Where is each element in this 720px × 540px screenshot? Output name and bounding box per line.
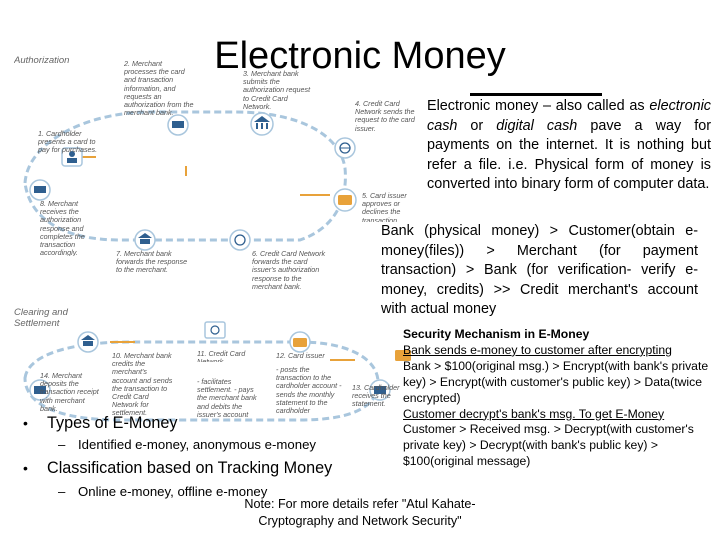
- bullet-classification: • Classification based on Tracking Money: [23, 458, 333, 478]
- money-flow-paragraph: Bank (physical money) > Customer(obtain …: [381, 223, 698, 317]
- dash-icon: –: [58, 437, 66, 452]
- merchant-icon-2: [29, 179, 51, 201]
- authorization-flow-path: [23, 110, 347, 242]
- intro-term-digital-cash: digital cash: [496, 117, 578, 134]
- card-icon-3: [395, 350, 411, 361]
- step-14-label: 14. Merchant deposits the transaction re…: [40, 372, 99, 413]
- step-12-label: 12. Card issuer: [276, 352, 325, 360]
- step-2-label: 2. Merchant processes the card and trans…: [124, 60, 194, 118]
- merchant-bank-icon-3: [77, 331, 99, 353]
- merchant-icon: [167, 114, 189, 136]
- cardholder-icon-2: [369, 379, 391, 401]
- network-globe-icon: [334, 137, 356, 159]
- sub-bullet-classification: – Online e-money, offline e-money: [58, 483, 268, 500]
- network-globe-icon-2: [229, 229, 251, 251]
- step-5-label: 5. Card issuer approves or declines the …: [362, 192, 407, 222]
- card-issuer-icon: [333, 188, 357, 212]
- bullet-types-of-e-money: • Types of E-Money: [23, 413, 178, 433]
- intro-text: Electronic money – also called as: [427, 98, 650, 114]
- step-7-label: 7. Merchant bank forwards the response t…: [116, 250, 188, 275]
- intro-term-electronic-cash: electronic cash: [427, 98, 711, 134]
- security-step-customer-decrypts: Customer decrypt's bank's msg. To get E-…: [403, 406, 665, 421]
- section-clearing-label: Clearing and Settlement: [14, 308, 68, 329]
- bullet-label: Classification based on Tracking Money: [47, 459, 333, 477]
- step-3-label: 3. Merchant bank submits the authorizati…: [243, 70, 311, 111]
- step-12-detail: - posts the transaction to the cardholde…: [276, 366, 342, 416]
- intro-paragraph: Electronic money – also called as electr…: [427, 97, 711, 195]
- card-issuer-icon-2: [289, 331, 311, 353]
- sub-bullet-types: – Identified e-money, anonymous e-money: [58, 436, 316, 453]
- merchant-bank-icon-2: [134, 229, 156, 251]
- payment-process-diagram: Authorization Clearing and Settlement 1.…: [14, 56, 415, 422]
- intro-text: or: [457, 117, 497, 134]
- step-1-label: 1. Cardholder presents a card to pay for…: [38, 130, 98, 155]
- security-title: Security Mechanism in E-Money: [403, 327, 590, 341]
- bullet-dot-icon: •: [23, 415, 28, 431]
- dash-icon: –: [58, 484, 66, 499]
- sub-bullet-label: Identified e-money, anonymous e-money: [78, 437, 316, 452]
- sub-bullet-label: Online e-money, offline e-money: [78, 484, 268, 499]
- network-icon-3: [204, 321, 226, 339]
- step-6-label: 6. Credit Card Network forwards the card…: [252, 250, 326, 291]
- step-13-label: 13. Cardholder receives the statement.: [352, 384, 400, 409]
- security-step-customer-decrypt: Customer > Received msg. > Decrypt(with …: [403, 422, 694, 469]
- security-mechanism-block: Security Mechanism in E-Money Bank sends…: [403, 327, 715, 470]
- security-step-bank-sends: Bank sends e-money to customer after enc…: [403, 342, 672, 357]
- section-authorization-label: Authorization: [14, 56, 70, 66]
- step-11-detail: - facilitates settlement. - pays the mer…: [197, 378, 257, 419]
- bullet-label: Types of E-Money: [47, 414, 178, 432]
- step-10-label: 10. Merchant bank credits the merchant's…: [112, 352, 173, 416]
- intro-text: pave a way for payments on the internet.…: [427, 117, 711, 193]
- cardholder-icon: [61, 147, 83, 167]
- reference-note: Note: For more details refer "Atul Kahat…: [244, 497, 476, 528]
- merchant-bank-icon: [250, 112, 274, 136]
- bullet-dot-icon: •: [23, 460, 28, 476]
- step-8-label: 8. Merchant receives the authorization r…: [40, 200, 85, 256]
- slide-title: Electronic Money: [214, 35, 506, 77]
- security-step-bank-encrypt: Bank > $100(original msg.) > Encrypt(wit…: [403, 358, 709, 405]
- step-11-label: 11. Credit Card Network: [197, 350, 246, 362]
- merchant-icon-3: [29, 379, 51, 401]
- title-underline: [470, 93, 602, 96]
- step-4-label: 4. Credit Card Network sends the request…: [355, 100, 415, 133]
